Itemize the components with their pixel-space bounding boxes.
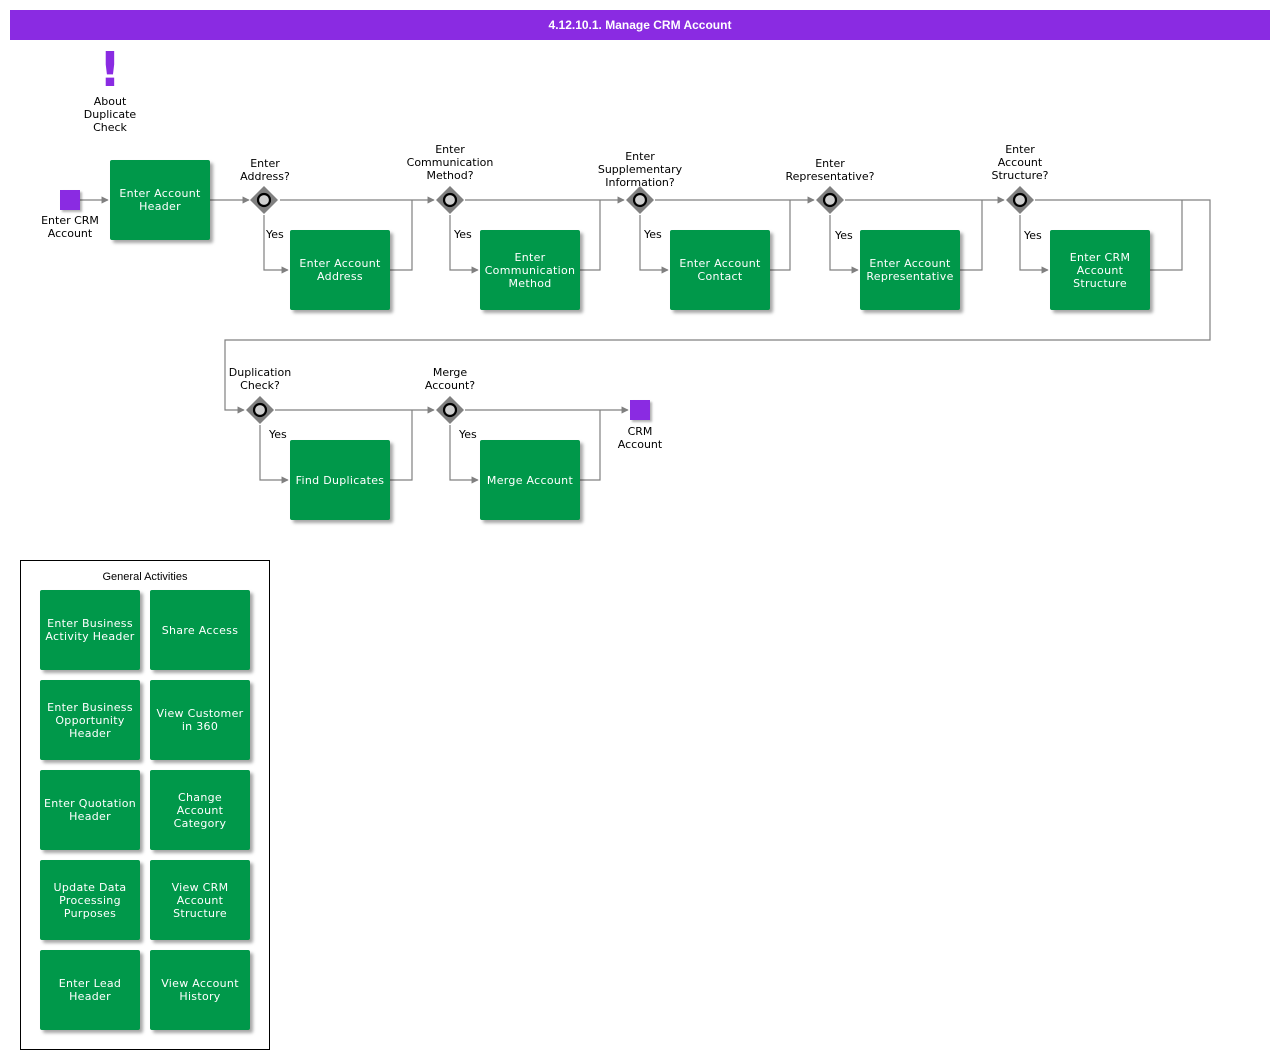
flow-representative-return	[960, 200, 983, 271]
legend-item[interactable]: View CRM Account Structure	[150, 860, 250, 940]
flow-yes-structure	[1019, 215, 1049, 274]
legend-item[interactable]: Enter Lead Header	[40, 950, 140, 1030]
gateway-representative[interactable]	[815, 185, 845, 215]
gateway-structure-label: Enter Account Structure?	[991, 143, 1049, 182]
legend-item[interactable]: Update Data Processing Purposes	[40, 860, 140, 940]
flow-contact-return	[770, 200, 791, 271]
gateway-address[interactable]	[249, 185, 279, 215]
start-event[interactable]	[60, 190, 80, 210]
yes-label: Yes	[266, 228, 284, 241]
gateway-communication-label: Enter Communication Method?	[406, 143, 494, 182]
flow-merge-return	[580, 410, 601, 481]
yes-label: Yes	[1024, 229, 1042, 242]
flow-communication-return	[580, 200, 601, 271]
task-enter-account-contact[interactable]: Enter Account Contact	[670, 230, 770, 310]
general-activities-panel: General Activities	[20, 560, 270, 1050]
exclamation-icon: !	[99, 42, 121, 98]
yes-label: Yes	[644, 228, 662, 241]
flow-gw5-to-row2	[224, 199, 1211, 414]
general-activities-title: General Activities	[102, 571, 188, 583]
gateway-duplication-label: Duplication Check?	[228, 366, 292, 392]
gateway-address-label: Enter Address?	[240, 157, 290, 183]
task-find-duplicates[interactable]: Find Duplicates	[290, 440, 390, 520]
task-merge-account[interactable]: Merge Account	[480, 440, 580, 520]
task-enter-account-address[interactable]: Enter Account Address	[290, 230, 390, 310]
flow-yes-merge	[449, 425, 479, 484]
flow-address-return	[390, 200, 413, 271]
legend-item[interactable]: Change Account Category	[150, 770, 250, 850]
gateway-merge[interactable]	[435, 395, 465, 425]
task-enter-account-representative[interactable]: Enter Account Representative	[860, 230, 960, 310]
end-event[interactable]	[630, 400, 650, 420]
gateway-representative-label: Enter Representative?	[785, 157, 875, 183]
flow-yes-duplicates	[259, 425, 289, 484]
task-enter-crm-account-structure[interactable]: Enter CRM Account Structure	[1050, 230, 1150, 310]
flow-yes-contact	[639, 215, 669, 274]
flow-structure-return	[1150, 200, 1183, 271]
yes-label: Yes	[459, 428, 477, 441]
legend-item[interactable]: View Customer in 360	[150, 680, 250, 760]
legend-item[interactable]: Enter Business Activity Header	[40, 590, 140, 670]
diagram-title: 4.12.10.1. Manage CRM Account	[10, 10, 1270, 40]
task-enter-account-header[interactable]: Enter Account Header	[110, 160, 210, 240]
end-event-label: CRM Account	[617, 425, 663, 451]
legend-item[interactable]: Enter Business Opportunity Header	[40, 680, 140, 760]
gateway-duplication[interactable]	[245, 395, 275, 425]
yes-label: Yes	[835, 229, 853, 242]
gateway-supplementary-label: Enter Supplementary Information?	[597, 150, 683, 189]
flow-yes-representative	[829, 215, 859, 274]
start-event-label: Enter CRM Account	[41, 214, 99, 240]
legend-item[interactable]: View Account History	[150, 950, 250, 1030]
annotation-label: About Duplicate Check	[83, 95, 137, 134]
gateway-supplementary[interactable]	[625, 185, 655, 215]
yes-label: Yes	[269, 428, 287, 441]
gateway-merge-label: Merge Account?	[424, 366, 476, 392]
flow-yes-address	[263, 215, 289, 274]
flow-yes-communication	[449, 215, 479, 274]
task-enter-communication-method[interactable]: Enter Communication Method	[480, 230, 580, 310]
legend-item[interactable]: Enter Quotation Header	[40, 770, 140, 850]
gateway-communication[interactable]	[435, 185, 465, 215]
flow-duplicates-return	[390, 410, 413, 481]
yes-label: Yes	[454, 228, 472, 241]
legend-item[interactable]: Share Access	[150, 590, 250, 670]
gateway-structure[interactable]	[1005, 185, 1035, 215]
